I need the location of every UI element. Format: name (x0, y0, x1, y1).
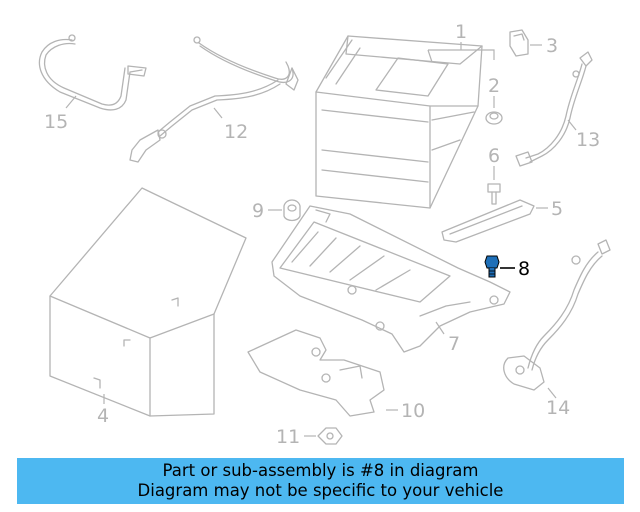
part-4-insulator-box (49, 187, 247, 417)
callout-2[interactable]: 2 (488, 75, 500, 97)
callout-4[interactable]: 4 (97, 405, 109, 427)
part-8-bolt-highlighted (484, 255, 500, 278)
callout-3[interactable]: 3 (546, 35, 558, 57)
banner-line-2: Diagram may not be specific to your vehi… (137, 481, 504, 500)
callout-labels: 1 2 3 4 5 6 7 8 9 10 11 12 13 14 15 (44, 21, 600, 448)
callout-1[interactable]: 1 (455, 21, 467, 43)
callout-7[interactable]: 7 (448, 333, 460, 355)
callout-9[interactable]: 9 (252, 200, 264, 222)
banner-line-1: Part or sub-assembly is #8 in diagram (162, 461, 479, 480)
part-10-tray-bracket (247, 329, 385, 417)
part-13-negative-cable (515, 51, 593, 167)
callout-6[interactable]: 6 (488, 145, 500, 167)
part-9-grommet (283, 199, 301, 222)
callout-12[interactable]: 12 (224, 121, 248, 143)
part-15-battery-cable (38, 34, 147, 111)
callout-13[interactable]: 13 (576, 129, 600, 151)
callout-10[interactable]: 10 (401, 400, 425, 422)
part-11-nut (317, 427, 343, 445)
part-12-cable-harness (129, 36, 299, 163)
part-2-terminal-cap (485, 111, 503, 125)
callout-11[interactable]: 11 (276, 426, 300, 448)
part-3-clip (509, 29, 529, 57)
part-14-positive-cable (503, 239, 611, 391)
part-1-battery (315, 35, 483, 209)
callout-5[interactable]: 5 (551, 198, 563, 220)
part-7-battery-tray (271, 205, 511, 353)
info-banner: Part or sub-assembly is #8 in diagram Di… (17, 458, 624, 504)
callout-14[interactable]: 14 (546, 397, 570, 419)
callout-15[interactable]: 15 (44, 111, 68, 133)
callout-8[interactable]: 8 (518, 258, 530, 280)
part-6-bolt (487, 183, 501, 205)
part-5-hold-down-bracket (441, 199, 535, 243)
